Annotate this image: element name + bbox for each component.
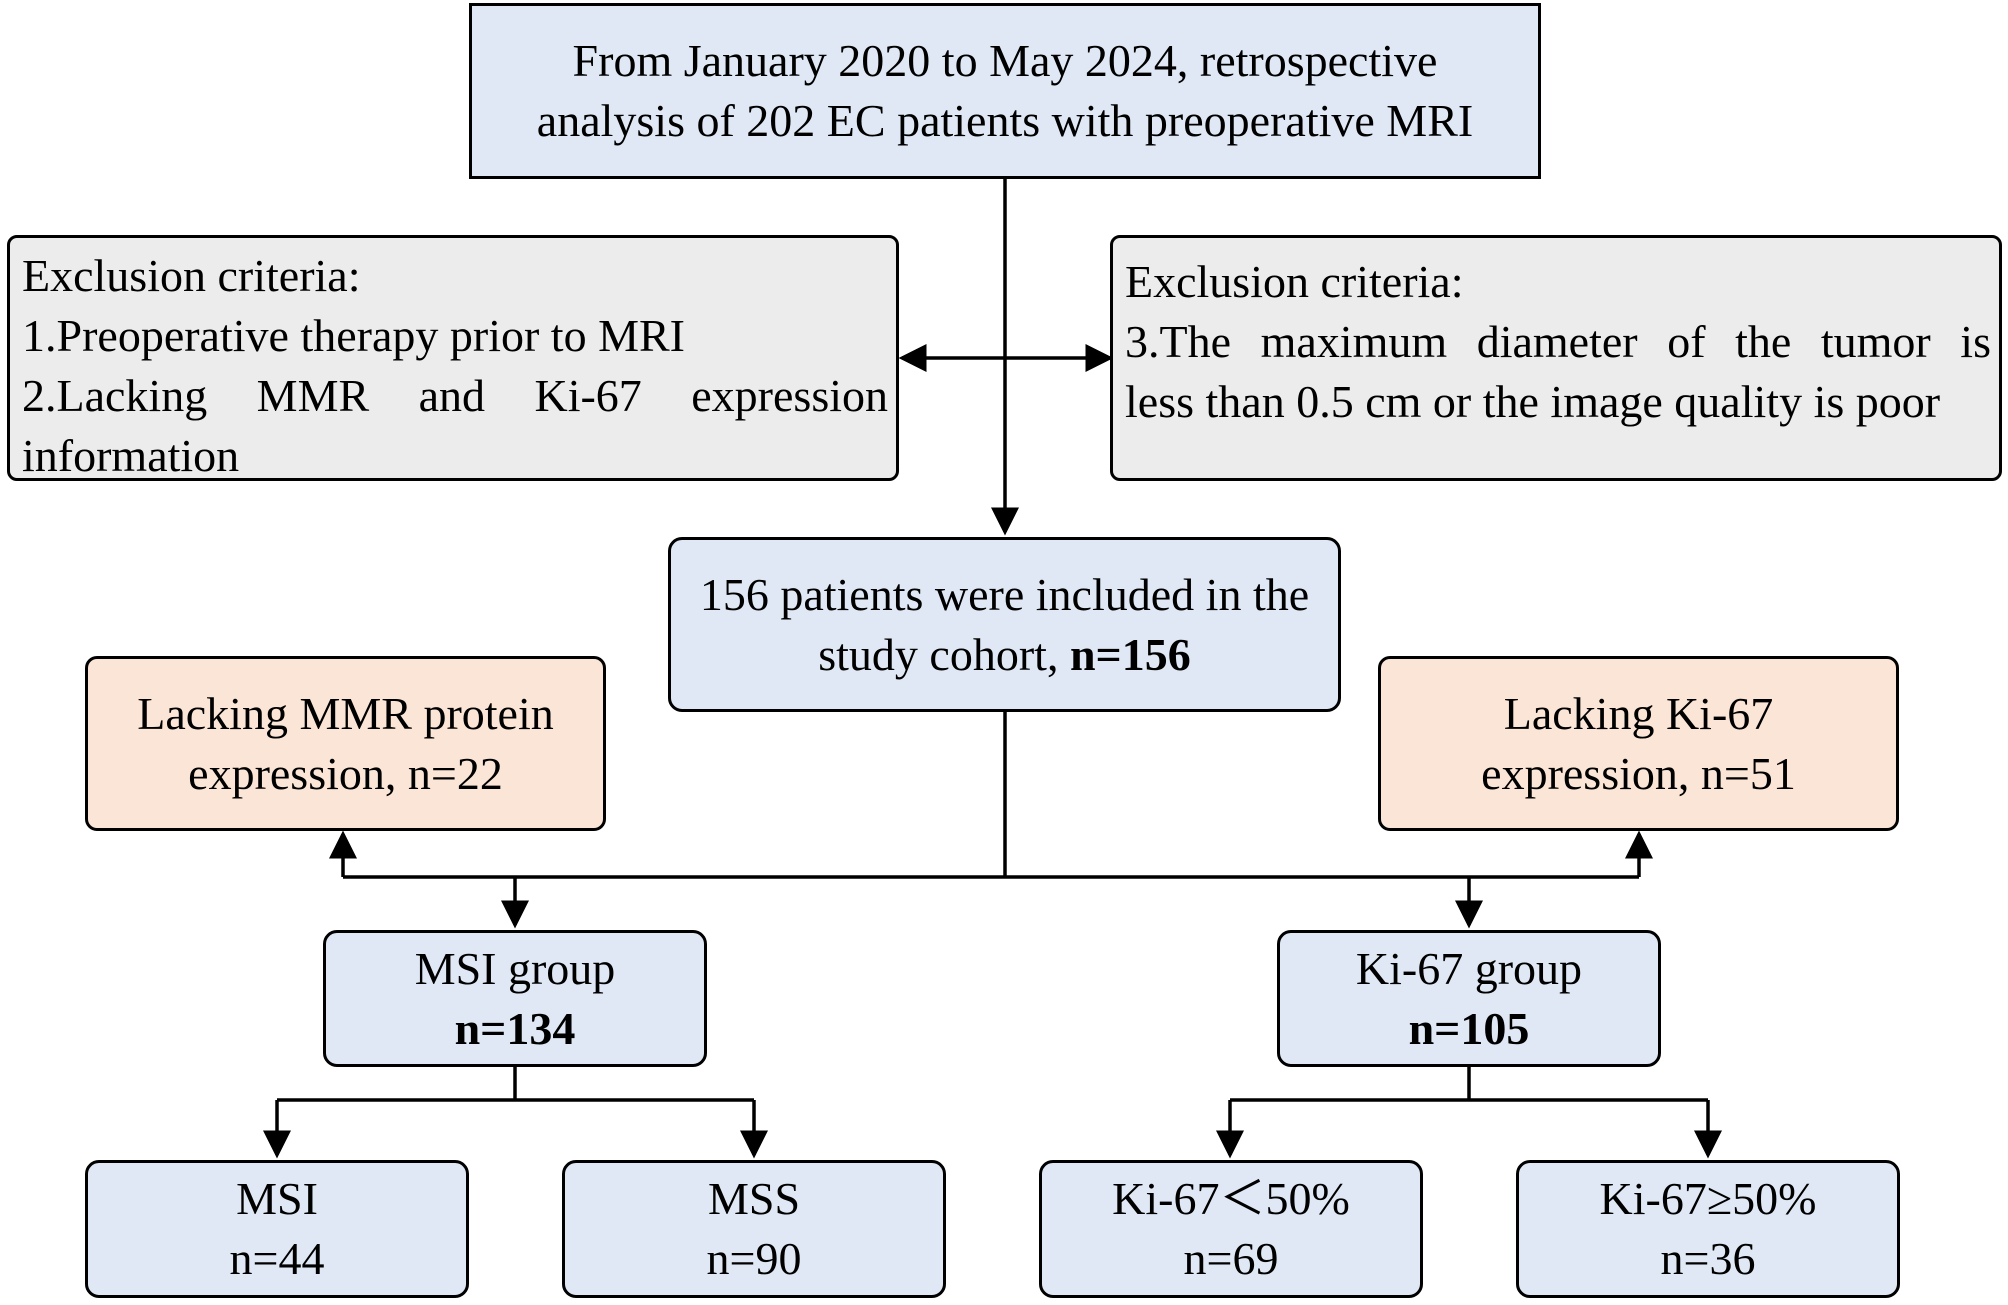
msi-group-box: MSI group n=134: [323, 930, 707, 1067]
lacking-mmr-box: Lacking MMR protein expression, n=22: [85, 656, 606, 831]
study-cohort-text: study cohort,: [818, 628, 1059, 680]
ki67-high-count: n=36: [1660, 1233, 1756, 1284]
exclusion-left-item2: 2.Lacking MMR and Ki-67 expression: [22, 370, 888, 421]
exclusion-right-item3-continued: less than 0.5 cm or the image quality is…: [1125, 376, 1941, 427]
lacking-mmr-line1: Lacking MMR protein: [137, 687, 554, 739]
study-cohort-box: 156 patients were included in the study …: [668, 537, 1341, 712]
msi-count: n=44: [229, 1233, 325, 1284]
ki67-high-label: Ki-67≥50%: [1599, 1173, 1817, 1224]
exclusion-left-title: Exclusion criteria:: [22, 250, 361, 301]
study-cohort-count: n=156: [1069, 628, 1191, 680]
source-population-line2: analysis of 202 EC patients with preoper…: [536, 95, 1474, 146]
mss-label: MSS: [707, 1173, 801, 1224]
exclusion-criteria-right-box: Exclusion criteria: 3.The maximum diamet…: [1110, 235, 2002, 481]
exclusion-right-item3: 3.The maximum diameter of the tumor is: [1125, 316, 1991, 367]
msi-group-count: n=134: [454, 1002, 576, 1054]
exclusion-right-title: Exclusion criteria:: [1125, 256, 1464, 307]
msi-label: MSI: [236, 1173, 318, 1224]
exclusion-left-item2-continued: information: [22, 430, 240, 481]
msi-box: MSI n=44: [85, 1160, 469, 1298]
study-cohort-line1: 156 patients were included in the: [699, 568, 1310, 620]
ki67-high-box: Ki-67≥50% n=36: [1516, 1160, 1900, 1298]
ki67-low-label: Ki-67＜50%: [1112, 1173, 1350, 1224]
source-population-line1: From January 2020 to May 2024, retrospec…: [572, 35, 1438, 86]
exclusion-criteria-left-box: Exclusion criteria: 1.Preoperative thera…: [7, 235, 899, 481]
ki67-group-box: Ki-67 group n=105: [1277, 930, 1661, 1067]
ki67-low-box: Ki-67＜50% n=69: [1039, 1160, 1423, 1298]
study-cohort-line2: study cohort, n=156: [818, 625, 1191, 685]
source-population-box: From January 2020 to May 2024, retrospec…: [469, 3, 1541, 179]
lacking-ki67-box: Lacking Ki-67 expression, n=51: [1378, 656, 1899, 831]
lacking-mmr-line2: expression, n=22: [188, 747, 503, 799]
ki67-group-label: Ki-67 group: [1355, 942, 1583, 994]
exclusion-left-item1: 1.Preoperative therapy prior to MRI: [22, 310, 685, 361]
ki67-group-count: n=105: [1408, 1002, 1530, 1054]
mss-count: n=90: [706, 1233, 802, 1284]
mss-box: MSS n=90: [562, 1160, 946, 1298]
ki67-low-count: n=69: [1183, 1233, 1279, 1284]
lacking-ki67-line1: Lacking Ki-67: [1503, 687, 1774, 739]
msi-group-label: MSI group: [414, 942, 616, 994]
lacking-ki67-line2: expression, n=51: [1481, 747, 1796, 799]
